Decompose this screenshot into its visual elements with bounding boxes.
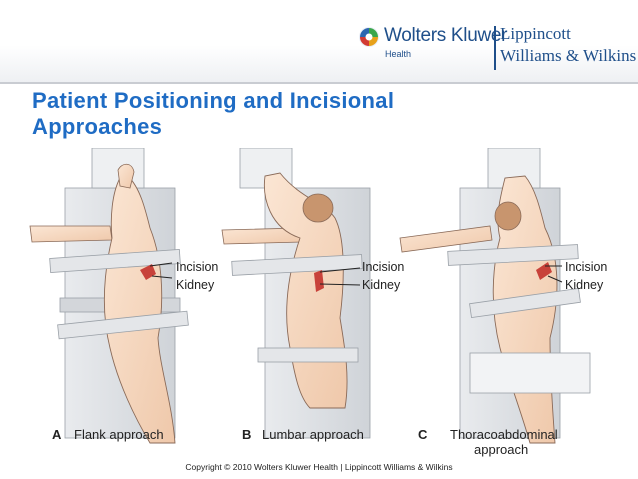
imprint-line-2: Williams & Wilkins [500,46,637,65]
header-divider [0,82,638,84]
panel-b-caption: Lumbar approach [262,427,364,442]
panel-b-letter: B [242,427,252,442]
panel-c-label-kidney: Kidney [565,278,604,292]
panel-a-label-kidney: Kidney [176,278,215,292]
slide-title-line-1: Patient Positioning and Incisional [32,88,395,113]
panel-c-caption-line-1: Thoracoabdominal [450,427,558,442]
panel-a-letter: A [52,427,62,442]
logo-divider [494,26,496,70]
publisher-sub: Health [385,49,412,59]
globe-logo-icon [359,27,379,47]
panel-c-caption-line-2: approach [474,442,529,457]
copyright-footer: Copyright © 2010 Wolters Kluwer Health |… [185,462,453,472]
header-bar [0,0,638,82]
panel-c-drawing [399,148,591,444]
panel-c-letter: C [418,427,428,442]
panel-a-caption: Flank approach [74,427,164,442]
panel-a-label-incision: Incision [176,260,219,274]
medical-illustration [29,148,591,444]
publisher-name: Wolters Kluwer [384,25,508,46]
imprint-line-1: Lippincott [500,24,571,43]
panel-b-label-kidney: Kidney [362,278,401,292]
slide-title: Patient Positioning and Incisional Appro… [32,88,552,140]
slide-title-line-2: Approaches [32,114,163,139]
panel-c-label-incision: Incision [565,260,608,274]
panel-b-drawing [221,148,371,439]
panel-a-drawing [29,148,189,444]
panel-b-label-incision: Incision [362,260,405,274]
publisher-logo: Wolters Kluwer Health Lippincott William… [358,22,637,72]
